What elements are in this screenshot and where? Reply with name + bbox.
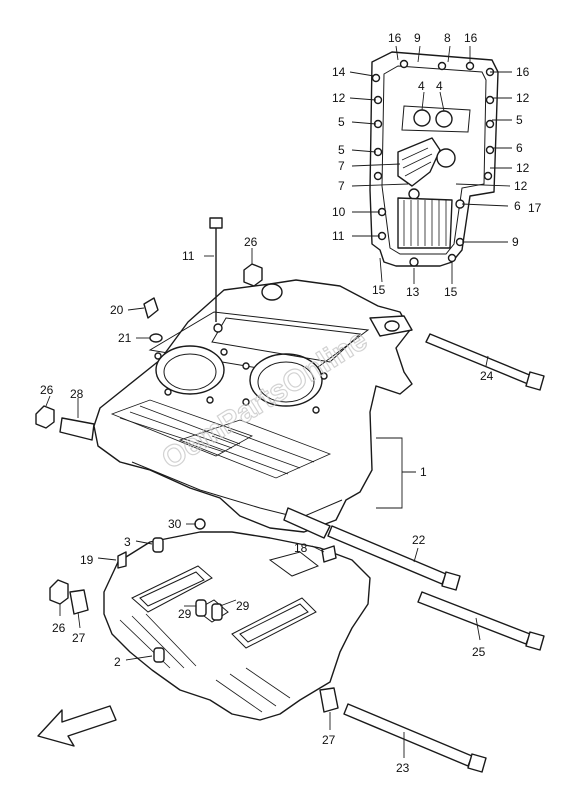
callout-12: 12: [332, 91, 346, 105]
nut-26-lower: [49, 579, 69, 605]
callout-11: 11: [332, 229, 345, 243]
callout-5: 5: [338, 143, 345, 157]
bolt-23: [343, 703, 473, 767]
callout-24: 24: [480, 369, 494, 383]
upper-case-fins: [110, 399, 332, 479]
lower-crankcase: [103, 518, 371, 721]
callout-5: 5: [338, 115, 345, 129]
stud-28: [59, 417, 95, 441]
upper-crankcase-body: [93, 279, 413, 533]
callout-12: 12: [516, 91, 530, 105]
callout-5: 5: [516, 113, 523, 127]
callout-6: 6: [514, 199, 521, 213]
callout-2: 2: [114, 655, 121, 669]
bolt-4a: [413, 109, 431, 127]
callout-26: 26: [244, 235, 258, 249]
callout-18: 18: [294, 541, 308, 555]
callout-15: 15: [372, 283, 386, 297]
callout-17: 17: [528, 201, 542, 215]
callout-20: 20: [110, 303, 124, 317]
leader-lines: [45, 45, 512, 758]
callout-29: 29: [178, 607, 192, 621]
callout-12: 12: [514, 179, 528, 193]
callout-10: 10: [332, 205, 346, 219]
callout-19: 19: [80, 553, 94, 567]
fasteners: [35, 217, 545, 773]
callout-12: 12: [516, 161, 530, 175]
callout-4: 4: [436, 79, 443, 93]
callout-7: 7: [338, 179, 345, 193]
oil-pickup: [436, 148, 456, 168]
dowel-pin-2: [153, 647, 165, 663]
callout-4: 4: [418, 79, 425, 93]
callout-13: 13: [406, 285, 420, 299]
crankcase-callouts: 11 26 20 21 24 26 28 1 30 3 22 18 19 29 …: [40, 235, 494, 775]
callout-23: 23: [396, 761, 410, 775]
bolt-25: [417, 591, 531, 645]
nut-26-left: [35, 405, 55, 429]
fitting-20: [143, 297, 159, 319]
callout-9: 9: [414, 31, 421, 45]
cylinder-bore-1: [155, 345, 225, 395]
nut-26-upper: [243, 263, 263, 287]
callout-11: 11: [182, 249, 195, 263]
oil-pan-callouts: 16 9 8 16 14 16 4 4 12 12 5 5 5 6 7 12 7…: [332, 31, 542, 299]
callout-16: 16: [516, 65, 530, 79]
callout-8: 8: [444, 31, 451, 45]
callout-1: 1: [420, 465, 427, 479]
bushing-27-lower: [319, 687, 339, 713]
callout-7: 7: [338, 159, 345, 173]
callout-6: 6: [516, 141, 523, 155]
callout-28: 28: [70, 387, 84, 401]
callout-25: 25: [472, 645, 486, 659]
bolt-30: [194, 518, 206, 530]
callout-16: 16: [464, 31, 478, 45]
o-ring-21: [149, 333, 163, 343]
callout-14: 14: [332, 65, 346, 79]
callout-15: 15: [444, 285, 458, 299]
sump-fins: [397, 197, 453, 249]
callout-16: 16: [388, 31, 402, 45]
plug-19: [117, 551, 127, 569]
callout-29: 29: [236, 599, 250, 613]
callout-30: 30: [168, 517, 182, 531]
callout-22: 22: [412, 533, 426, 547]
bushing-27-left: [69, 589, 89, 615]
callout-3: 3: [124, 535, 131, 549]
callout-27: 27: [72, 631, 86, 645]
upper-crankcase: [93, 279, 413, 533]
callout-27: 27: [322, 733, 336, 747]
callout-26: 26: [52, 621, 66, 635]
oil-pan-assembly: [369, 51, 499, 267]
bolt-4b: [435, 110, 453, 128]
callout-26: 26: [40, 383, 54, 397]
callout-21: 21: [118, 331, 132, 345]
front-arrow-icon: [37, 705, 117, 747]
bolt-24: [425, 333, 533, 385]
dowel-pin-3: [152, 537, 164, 553]
plug-18: [321, 545, 337, 563]
callout-9: 9: [512, 235, 519, 249]
